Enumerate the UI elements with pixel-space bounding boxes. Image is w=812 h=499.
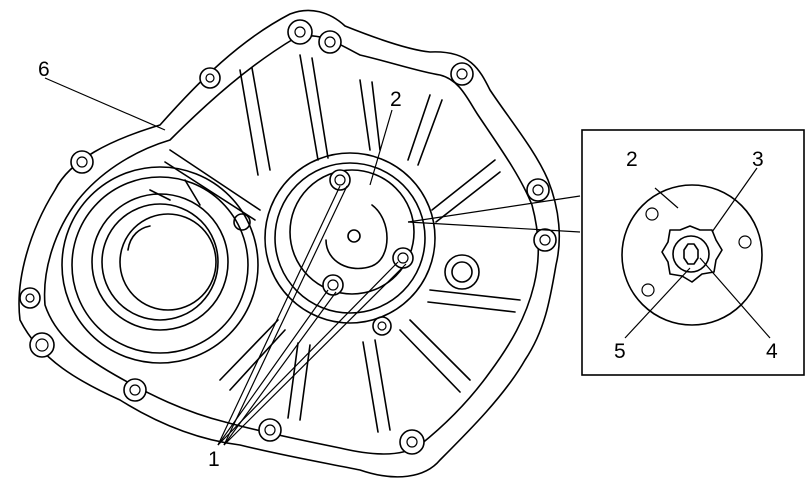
- detail-projection-top: [407, 195, 581, 223]
- callout-6: 6: [38, 58, 50, 81]
- housing: [18, 9, 561, 478]
- leader-1c-b: [223, 263, 407, 446]
- detail-hole-3: [641, 283, 655, 297]
- detail-callout-4: 4: [766, 340, 778, 363]
- callouts: 6 2 1 2 3 4 5: [38, 58, 778, 471]
- detail-hole-2: [738, 235, 752, 249]
- leader-1a: [217, 185, 341, 446]
- detail-callout-2: 2: [626, 148, 638, 171]
- input-shaft-bore: [61, 166, 259, 364]
- bolt-top: [329, 169, 351, 191]
- detail-leader-2: [654, 187, 679, 209]
- detail-inset: [581, 129, 805, 376]
- detail-hole-1: [645, 207, 659, 221]
- detail-leader-5: [624, 267, 691, 339]
- detail-outer-gear: [661, 225, 723, 283]
- detail-frame: [581, 129, 805, 376]
- pump-center: [347, 229, 361, 243]
- leader-1a-b: [223, 185, 348, 446]
- leader-lines: [44, 77, 581, 446]
- detail-leader-4: [699, 257, 771, 339]
- bolt-right: [392, 247, 414, 269]
- leader-2: [369, 109, 393, 186]
- housing-inner-flange: [43, 34, 540, 455]
- callout-2: 2: [390, 88, 402, 111]
- detail-callout-3: 3: [752, 148, 764, 171]
- leader-1b: [217, 289, 329, 446]
- pump-cover-area: [264, 152, 436, 324]
- leader-6: [44, 77, 166, 131]
- detail-inner-rotor: [683, 243, 699, 265]
- detail-inner-gear: [672, 235, 710, 273]
- detail-projection-bottom: [407, 221, 581, 233]
- callout-1: 1: [208, 448, 220, 471]
- detail-leader-3: [711, 167, 758, 233]
- leader-1c: [217, 261, 399, 446]
- drain-plug-boss: [444, 254, 480, 290]
- housing-ribs: [149, 54, 521, 433]
- pump-cover: [289, 169, 415, 295]
- small-bore: [233, 213, 251, 231]
- detail-callout-5: 5: [614, 340, 626, 363]
- housing-outline: [18, 9, 561, 478]
- detail-pump-cover: [621, 184, 763, 326]
- perimeter-bolt-bosses: [19, 19, 557, 455]
